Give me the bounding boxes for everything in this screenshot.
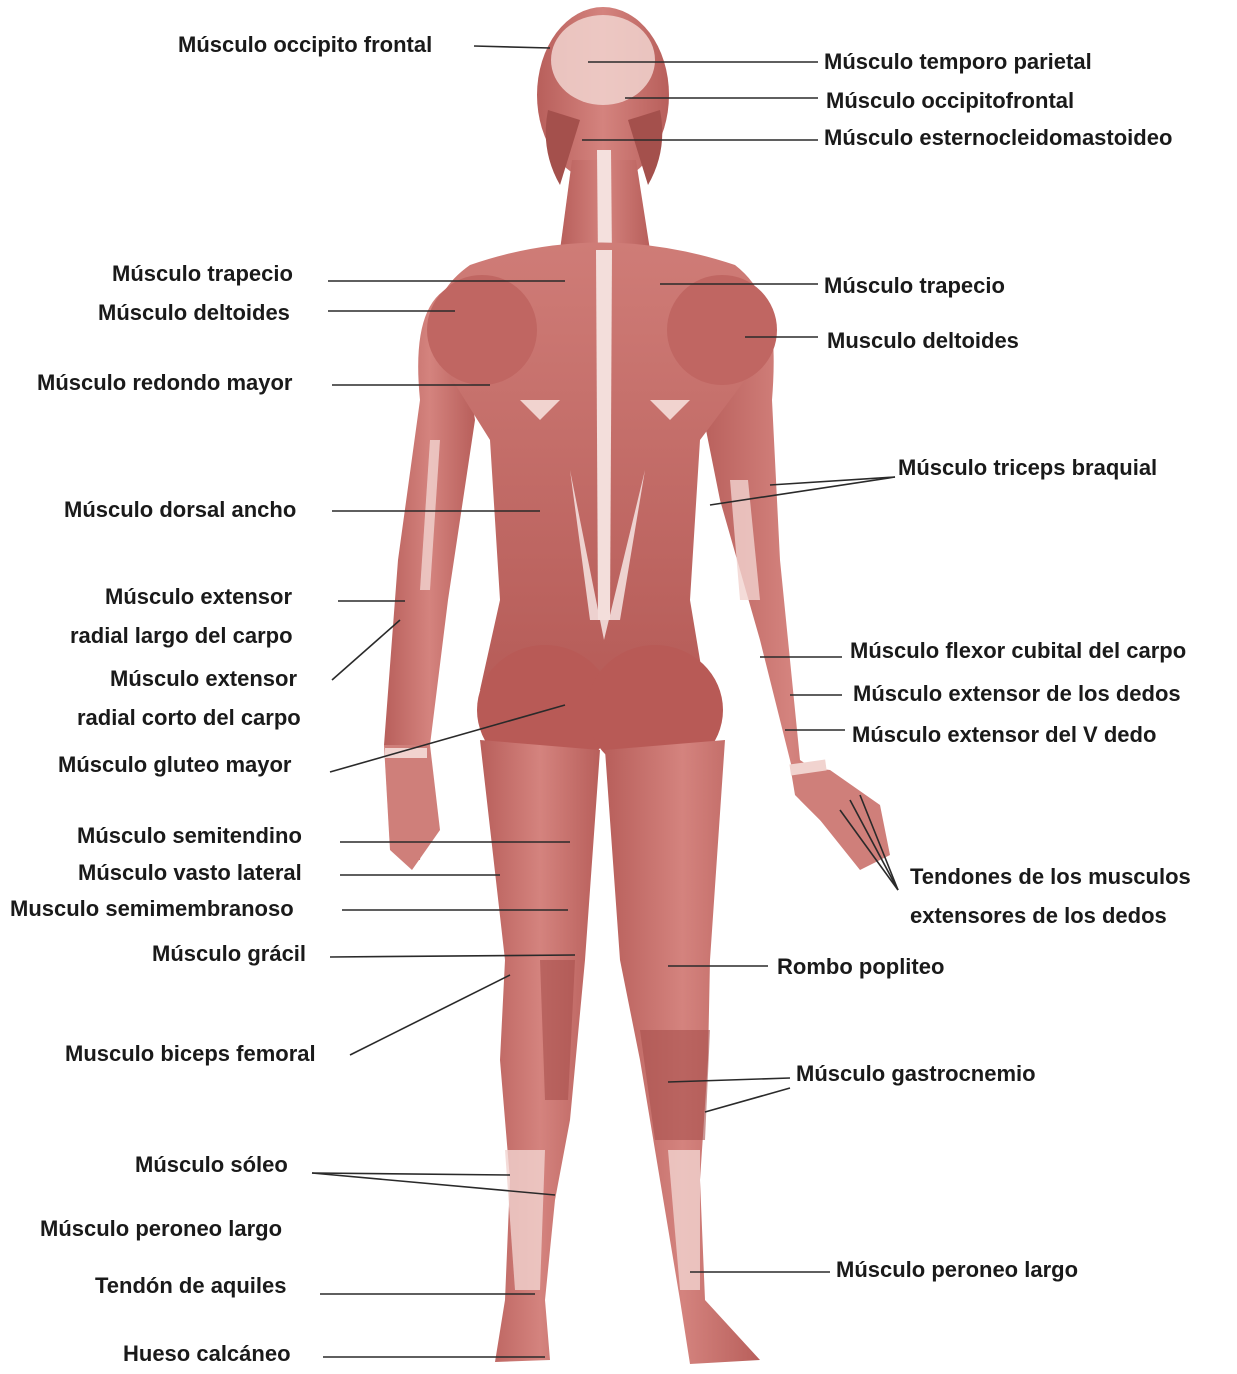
right-leg [605,740,760,1364]
label-semimembranoso: Musculo semimembranoso [10,896,294,922]
label-peroneo-largo-right: Músculo peroneo largo [836,1257,1078,1283]
leader-triceps-1 [770,477,895,485]
label-flexor-cubital: Músculo flexor cubital del carpo [850,638,1186,664]
label-biceps-femoral: Musculo biceps femoral [65,1041,316,1067]
label-peroneo-largo-left: Músculo peroneo largo [40,1216,282,1242]
label-tendones-1: Tendones de los musculos [910,864,1191,890]
label-temporo-parietal: Músculo temporo parietal [824,49,1092,75]
label-extensor-corto-2: radial corto del carpo [77,705,301,731]
label-deltoides-left: Músculo deltoides [98,300,290,326]
label-extensor-largo-1: Músculo extensor [105,584,292,610]
leader-soleo-1 [312,1173,510,1175]
label-occipitofrontal: Músculo occipitofrontal [826,88,1074,114]
label-extensor-dedos: Músculo extensor de los dedos [853,681,1181,707]
left-leg [480,740,600,1362]
leader-gastrocnemio-2 [705,1088,790,1112]
label-extensor-corto-1: Músculo extensor [110,666,297,692]
label-gastrocnemio: Músculo gastrocnemio [796,1061,1036,1087]
label-tendon-aquiles: Tendón de aquiles [95,1273,287,1299]
label-gracil: Músculo grácil [152,941,306,967]
leader-biceps-femoral [350,975,510,1055]
label-triceps-braquial: Músculo triceps braquial [898,455,1157,481]
leader-occipito-frontal [474,46,550,48]
label-gluteo-mayor: Músculo gluteo mayor [58,752,291,778]
label-occipito-frontal: Músculo occipito frontal [178,32,432,58]
label-esternocleidomastoideo: Músculo esternocleidomastoideo [824,125,1172,151]
label-soleo: Músculo sóleo [135,1152,288,1178]
label-extensor-v-dedo: Músculo extensor del V dedo [852,722,1156,748]
label-trapecio-right: Músculo trapecio [824,273,1005,299]
label-dorsal-ancho: Músculo dorsal ancho [64,497,296,523]
label-rombo-popliteo: Rombo popliteo [777,954,944,980]
label-redondo-mayor: Músculo redondo mayor [37,370,292,396]
label-vasto-lateral: Músculo vasto lateral [78,860,302,886]
label-extensor-largo-2: radial largo del carpo [70,623,293,649]
label-tendones-2: extensores de los dedos [910,903,1167,929]
label-semitendino: Músculo semitendino [77,823,302,849]
label-trapecio-left: Músculo trapecio [112,261,293,287]
label-calcaneo: Hueso calcáneo [123,1341,291,1367]
label-deltoides-right: Musculo deltoides [827,328,1019,354]
